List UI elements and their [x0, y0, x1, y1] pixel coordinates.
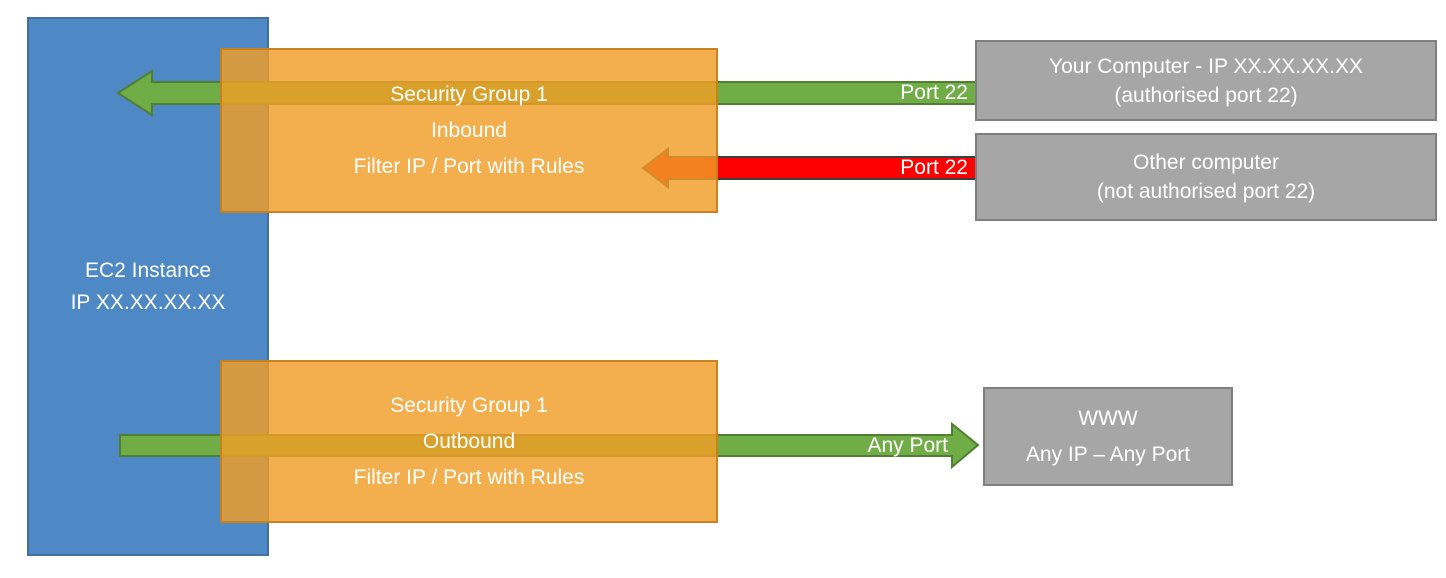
security-group-inbound-box: Security Group 1 Inbound Filter IP / Por…: [220, 48, 718, 213]
security-group-outbound-description: Filter IP / Port with Rules: [353, 465, 585, 489]
your-computer-title: Your Computer - IP XX.XX.XX.XX: [1049, 54, 1363, 78]
other-computer-subtitle: (not authorised port 22): [1096, 180, 1316, 203]
security-group-outbound-box: Security Group 1 Outbound Filter IP / Po…: [220, 360, 718, 523]
security-group-inbound-title: Security Group 1: [390, 82, 548, 106]
www-box: WWW Any IP – Any Port: [983, 387, 1233, 486]
inbound-allowed-port-label: Port 22: [900, 81, 968, 104]
security-group-inbound-description: Filter IP / Port with Rules: [353, 154, 585, 178]
your-computer-subtitle: (authorised port 22): [1114, 83, 1298, 107]
security-group-outbound-direction: Outbound: [422, 429, 516, 453]
www-subtitle: Any IP – Any Port: [1025, 442, 1191, 466]
outbound-port-label: Any Port: [867, 434, 948, 457]
other-computer-box: Other computer (not authorised port 22): [975, 133, 1437, 221]
your-computer-box: Your Computer - IP XX.XX.XX.XX (authoris…: [975, 40, 1437, 121]
inbound-blocked-port-label: Port 22: [900, 156, 968, 179]
other-computer-title: Other computer: [1133, 151, 1279, 174]
ec2-instance-title: EC2 Instance: [84, 258, 212, 282]
www-title: WWW: [1078, 406, 1138, 430]
security-group-outbound-title: Security Group 1: [390, 393, 548, 417]
security-group-inbound-direction: Inbound: [431, 118, 507, 142]
ec2-instance-ip: IP XX.XX.XX.XX: [70, 290, 226, 314]
